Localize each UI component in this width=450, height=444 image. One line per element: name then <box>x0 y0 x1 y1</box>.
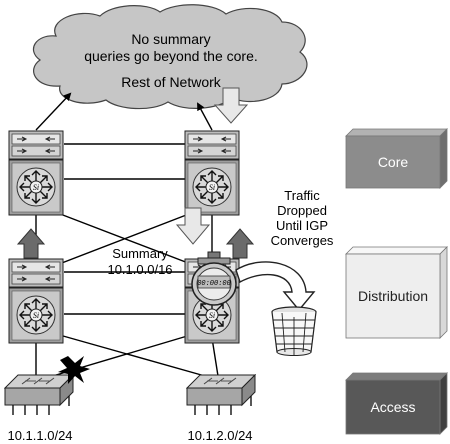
layer-block-top <box>345 372 448 381</box>
traffic-dropped-arrow <box>235 261 316 312</box>
stopwatch-icon: 00:00:00 <box>191 251 237 306</box>
access-switch-right <box>186 374 256 416</box>
layer-label: Core <box>378 154 409 170</box>
traffic-label-line-2: Dropped <box>277 203 327 218</box>
traffic-label-line-4: Converges <box>271 233 334 248</box>
link-core-right-cloud <box>197 102 213 131</box>
subnet-label-left: 10.1.1.0/24 <box>7 428 72 443</box>
link-dist-left-access-right <box>55 333 213 379</box>
summary-prefix: 10.1.0.0/16 <box>107 262 172 277</box>
layer-block-top <box>345 246 448 255</box>
cloud-text-line-1: No summary <box>131 31 210 47</box>
layer-label: Access <box>370 399 415 415</box>
layer-label: Distribution <box>358 288 428 304</box>
distribution-switch-left <box>8 258 64 344</box>
layer-block-front <box>345 253 441 339</box>
query-down-arrow-middle <box>175 207 211 245</box>
cloud-text-line-2: queries go beyond the core. <box>84 48 258 64</box>
link-core-left-cloud <box>35 92 72 131</box>
rest-of-network-cloud: No summary queries go beyond the core. R… <box>33 4 308 110</box>
layer-block-core: Core <box>345 128 448 189</box>
traffic-label-line-1: Traffic <box>284 188 320 203</box>
summary-up-arrow-right <box>225 228 255 259</box>
network-links <box>35 92 219 379</box>
layer-block-access: Access <box>345 372 448 435</box>
layer-block-side <box>439 246 448 339</box>
core-switch-left <box>8 130 64 216</box>
link-failure-burst-icon <box>58 356 90 384</box>
layer-block-side <box>439 128 448 189</box>
layer-block-top <box>345 128 448 137</box>
trash-basket-icon <box>271 306 317 356</box>
access-switch-left <box>4 374 74 416</box>
layer-block-side <box>439 372 448 435</box>
layer-block-front <box>345 379 441 435</box>
traffic-label-line-3: Until IGP <box>276 218 328 233</box>
link-core-right-dist-left <box>53 211 195 267</box>
subnet-label-right: 10.1.2.0/24 <box>187 428 252 443</box>
cloud-text-line-3: Rest of Network <box>121 74 222 90</box>
summary-up-arrow-left <box>16 228 46 259</box>
layer-block-front <box>345 135 441 189</box>
stopwatch-display: 00:00:00 <box>197 280 231 288</box>
link-dist-right-access-right <box>211 337 219 377</box>
layer-block-distribution: Distribution <box>345 246 448 339</box>
query-down-arrow-top <box>213 87 249 124</box>
summary-label: Summary <box>112 246 168 261</box>
core-switch-right <box>184 130 240 216</box>
